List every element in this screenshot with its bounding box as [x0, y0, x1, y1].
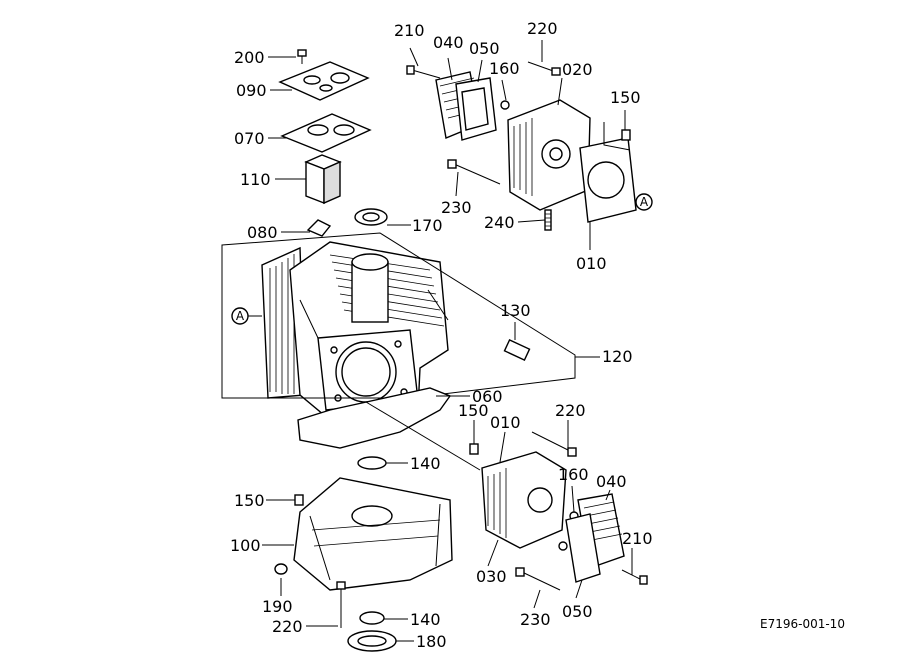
- label-150-left: 150: [234, 491, 265, 510]
- plug-150-top-drawing: [621, 129, 631, 141]
- screw-200-drawing: [297, 49, 307, 64]
- part-080-drawing: [306, 219, 332, 237]
- label-220-bot: 220: [272, 617, 303, 636]
- label-010-top: 010: [576, 254, 607, 273]
- label-150-top: 150: [610, 88, 641, 107]
- label-060: 060: [472, 387, 503, 406]
- bolt-230-bot-drawing: [515, 567, 561, 591]
- label-170: 170: [412, 216, 443, 235]
- label-050-bot: 050: [562, 602, 593, 621]
- reference-code: E7196-001-10: [760, 617, 845, 631]
- pipe-130-drawing: [503, 338, 531, 362]
- gasket-070-drawing: [280, 113, 372, 153]
- seal-180-drawing: [347, 630, 397, 652]
- label-210-bot: 210: [622, 529, 653, 548]
- label-180: 180: [416, 632, 447, 651]
- label-080: 080: [247, 223, 278, 242]
- gasket-010-top-drawing: [579, 137, 637, 223]
- callout-a-left: A: [231, 307, 249, 325]
- label-020: 020: [562, 60, 593, 79]
- stud-240-drawing: [544, 209, 552, 231]
- label-150-mid: 150: [458, 401, 489, 420]
- label-240: 240: [484, 213, 515, 232]
- label-220-mid: 220: [555, 401, 586, 420]
- bolt-220-mid-drawing: [531, 431, 577, 457]
- label-230-bot: 230: [520, 610, 551, 629]
- label-200: 200: [234, 48, 265, 67]
- label-090: 090: [236, 81, 267, 100]
- label-100: 100: [230, 536, 261, 555]
- label-040-top: 040: [433, 33, 464, 52]
- bolt-220-bot-drawing: [336, 581, 346, 628]
- seal-170-drawing: [354, 208, 388, 226]
- label-070: 070: [234, 129, 265, 148]
- label-140-top: 140: [410, 454, 441, 473]
- label-130: 130: [500, 301, 531, 320]
- cylinder-head-030-drawing: [481, 451, 567, 549]
- label-030: 030: [476, 567, 507, 586]
- gasket-050-top-drawing: [455, 77, 497, 141]
- label-010-mid: 010: [490, 413, 521, 432]
- callout-a-right: A: [635, 193, 653, 211]
- label-040-bot: 040: [596, 472, 627, 491]
- plate-090-drawing: [278, 61, 370, 101]
- label-230-top: 230: [441, 198, 472, 217]
- bolt-220-top-drawing: [527, 61, 561, 76]
- label-220-top: 220: [527, 19, 558, 38]
- oil-seal-140-top-drawing: [357, 456, 387, 470]
- cylinder-block-120-drawing: [261, 241, 449, 421]
- crankcase-100-drawing: [293, 477, 453, 591]
- gasket-060-drawing: [297, 387, 452, 449]
- cylinder-head-020-drawing: [507, 99, 591, 211]
- gasket-050-bot-drawing: [565, 513, 601, 583]
- label-050-top: 050: [469, 39, 500, 58]
- svg-text:A: A: [640, 195, 649, 209]
- svg-text:A: A: [236, 309, 245, 323]
- filter-110-drawing: [304, 154, 342, 205]
- bolt-230-top-drawing: [447, 159, 501, 185]
- label-210-top: 210: [394, 21, 425, 40]
- oil-seal-140-bot-drawing: [359, 611, 385, 625]
- label-160-top: 160: [489, 59, 520, 78]
- bolt-210-bot-drawing: [621, 569, 648, 585]
- label-110: 110: [240, 170, 271, 189]
- label-160-bot: 160: [558, 465, 589, 484]
- label-190: 190: [262, 597, 293, 616]
- label-120: 120: [602, 347, 633, 366]
- plug-150-mid-drawing: [469, 443, 479, 455]
- bolt-210-top-drawing: [406, 65, 441, 79]
- plug-150-left-drawing: [294, 494, 304, 506]
- washer-190-drawing: [274, 563, 288, 575]
- nut-160-top-drawing: [500, 100, 510, 110]
- label-140-bot: 140: [410, 610, 441, 629]
